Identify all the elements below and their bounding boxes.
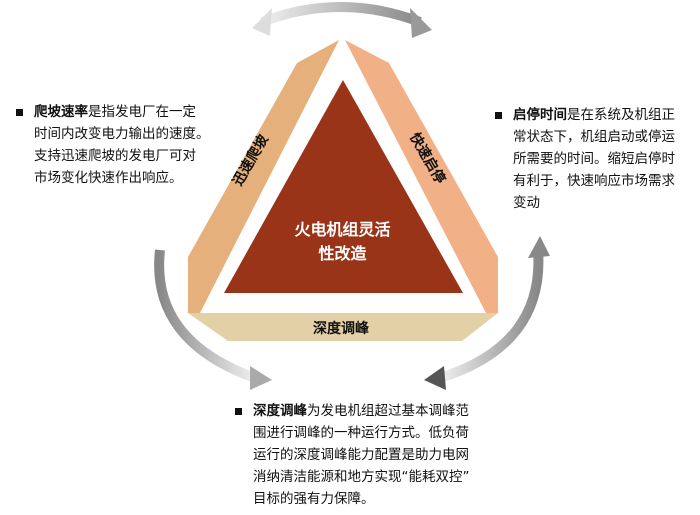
note-text: 围进行调峰的一种运行方式。低负荷 — [253, 425, 469, 441]
note-text: 消纳清洁能源和地方实现“能耗双控” — [253, 469, 470, 485]
core-title-line: 火电机组灵活 — [294, 220, 391, 239]
note-text: 常状态下，机组启动或停运 — [513, 129, 675, 145]
cycle-arrow-top — [252, 2, 432, 38]
bullet-icon — [495, 112, 502, 119]
bullet-icon — [16, 109, 23, 116]
note-text: 市场变化快速作出响应。 — [34, 170, 183, 186]
note-text: 是指发电厂在一定 — [88, 104, 196, 120]
core-title-line: 性改造 — [318, 244, 367, 263]
note-term: 启停时间 — [513, 107, 567, 123]
note-text: 是在系统及机组正 — [567, 107, 675, 123]
note-text: 支持迅速爬坡的发电厂可对 — [34, 148, 196, 164]
note-term: 爬坡速率 — [34, 104, 88, 120]
note-term: 深度调峰 — [253, 403, 307, 419]
cycle-arrow-left — [154, 249, 272, 390]
note-text: 为发电机组超过基本调峰范 — [307, 403, 469, 419]
note-ramp: 爬坡速率是指发电厂在一定 时间内改变电力输出的速度。 支持迅速爬坡的发电厂可对 … — [16, 101, 210, 189]
band-left — [188, 40, 339, 313]
note-peak: 深度调峰为发电机组超过基本调峰范 围进行调峰的一种运行方式。低负荷 运行的深度调… — [235, 400, 470, 510]
band-bottom — [188, 313, 498, 341]
core-triangle — [224, 80, 463, 293]
band-bottom-label: 深度调峰 — [313, 321, 369, 337]
note-text: 运行的深度调峰能力配置是助力电网 — [253, 447, 469, 463]
core-title: 火电机组灵活 性改造 — [270, 218, 415, 266]
bullet-icon — [235, 408, 242, 415]
note-text: 时间内改变电力输出的速度。 — [34, 126, 210, 142]
note-text: 变动 — [513, 195, 540, 211]
band-right — [345, 40, 498, 313]
note-text: 目标的强有力保障。 — [253, 491, 375, 507]
note-text: 有利于，快速响应市场需求 — [513, 173, 675, 189]
note-startstop: 启停时间是在系统及机组正 常状态下，机组启动或停运 所需要的时间。缩短启停时 有… — [495, 104, 675, 214]
note-text: 所需要的时间。缩短启停时 — [513, 151, 675, 167]
cycle-arrow-right — [424, 236, 550, 390]
